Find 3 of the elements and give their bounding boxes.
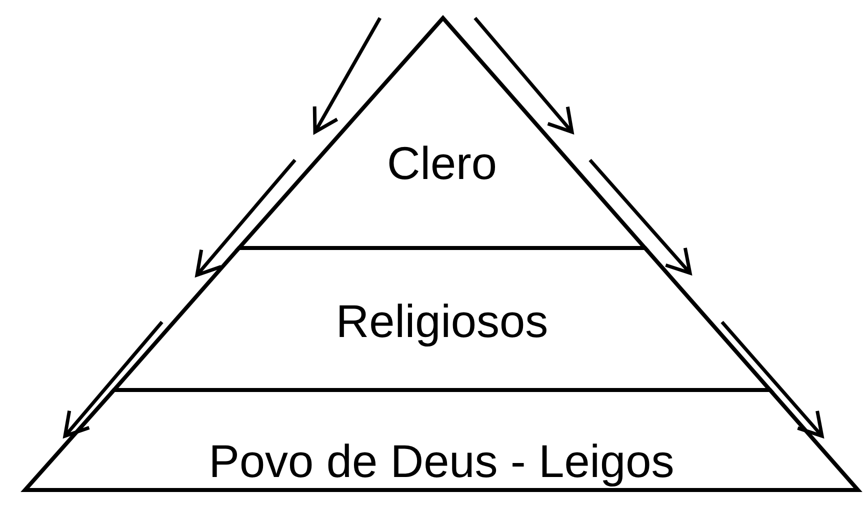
tier-label: Clero (387, 136, 497, 190)
tier-label: Povo de Deus - Leigos (208, 434, 674, 488)
tier-label: Religiosos (336, 294, 548, 348)
